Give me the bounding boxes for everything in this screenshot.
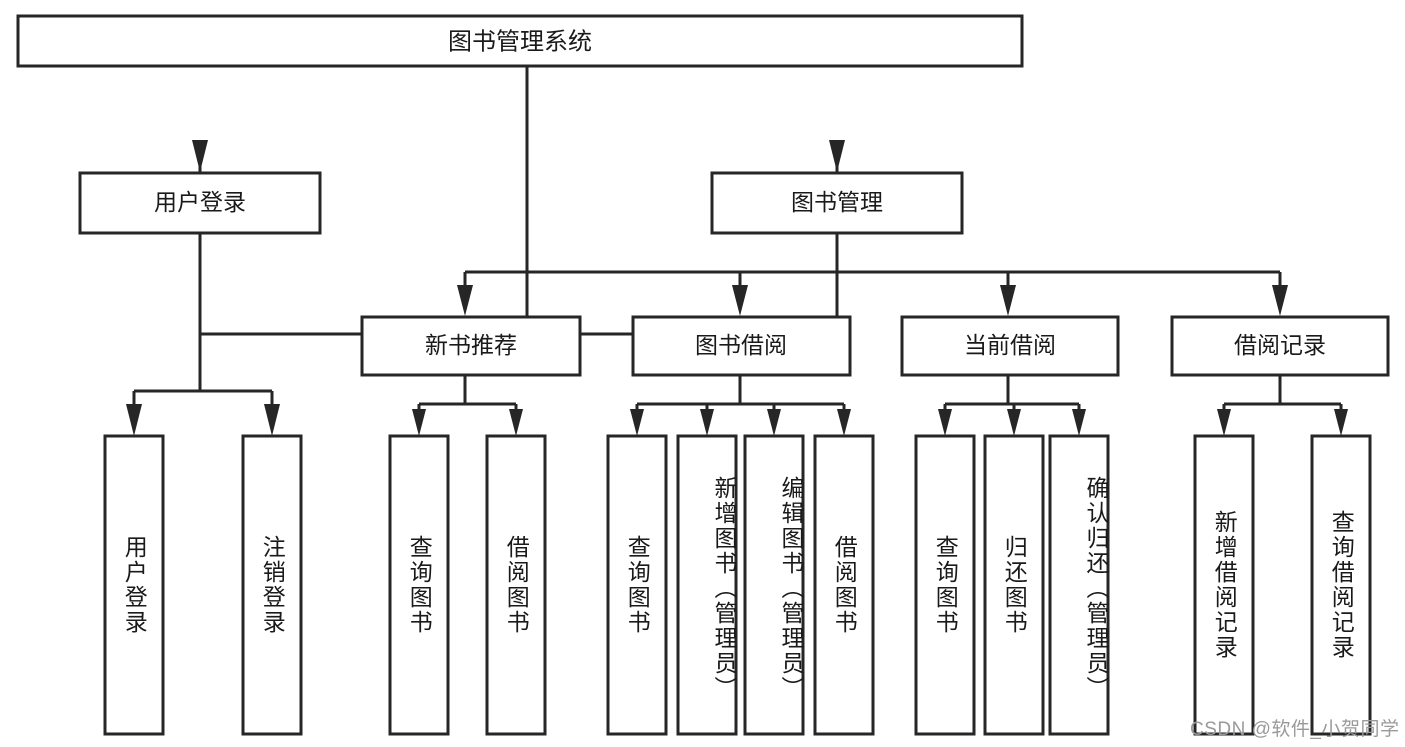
node-book-borrow-box[interactable] [631, 315, 852, 377]
leaf-box-return-book[interactable] [983, 434, 1045, 736]
leaf-box-logout[interactable] [241, 434, 303, 736]
leaf-box-user-login[interactable] [103, 434, 165, 736]
arrow-icon-userlogin-leaf1 [126, 404, 142, 436]
node-borrow-record-box[interactable] [1170, 315, 1390, 377]
node-user-login[interactable]: 用户登录 [78, 171, 322, 235]
leaf-box-query-book-2[interactable] [606, 434, 668, 736]
arrowhead-layer [126, 140, 1348, 436]
node-new-book-recommend[interactable]: 新书推荐 [360, 315, 582, 377]
arrow-icon-current-leaf2 [1007, 409, 1021, 436]
node-book-manage-label: 图书管理 [791, 189, 883, 215]
arrow-icon-to-record [1272, 285, 1288, 316]
leaf-box-borrow-book-1[interactable] [485, 434, 547, 736]
arrow-icon-current-leaf3 [1072, 409, 1086, 436]
arrow-icon-newbook-leaf1 [412, 409, 426, 436]
arrow-icon-to-book-manage [829, 140, 845, 172]
arrow-icon-to-current [1000, 285, 1016, 316]
arrow-icon-record-leaf2 [1334, 409, 1348, 436]
arrow-icon-to-newbook [457, 285, 473, 316]
node-root-box[interactable] [16, 14, 1024, 68]
leaf-box-layer [103, 434, 1372, 736]
leaf-box-query-record[interactable] [1310, 434, 1372, 736]
node-book-borrow-label: 图书借阅 [695, 332, 787, 358]
node-book-manage[interactable]: 图书管理 [710, 171, 964, 235]
arrow-icon-to-borrow [732, 285, 748, 316]
arrow-icon-borrow-leaf4 [837, 409, 851, 436]
leaf-box-query-book-1[interactable] [388, 434, 450, 736]
leaf-box-add-record[interactable] [1193, 434, 1255, 736]
node-book-borrow[interactable]: 图书借阅 [631, 315, 852, 377]
node-user-login-label: 用户登录 [154, 189, 246, 215]
node-current-borrow-box[interactable] [900, 315, 1120, 377]
arrow-icon-userlogin-leaf2 [264, 404, 280, 436]
leaf-box-query-book-3[interactable] [914, 434, 976, 736]
arrow-icon-to-user-login [192, 140, 208, 172]
node-borrow-record[interactable]: 借阅记录 [1170, 315, 1390, 377]
leaf-box-confirm-return[interactable] [1048, 434, 1110, 736]
node-current-borrow[interactable]: 当前借阅 [900, 315, 1120, 377]
node-borrow-record-label: 借阅记录 [1234, 332, 1326, 358]
node-user-login-box[interactable] [78, 171, 322, 235]
node-root[interactable]: 图书管理系统 [16, 14, 1024, 68]
watermark-text: CSDN @软件_小贺同学 [1190, 719, 1400, 740]
arrow-icon-record-leaf1 [1217, 409, 1231, 436]
arrow-icon-newbook-leaf2 [509, 409, 523, 436]
arrow-icon-current-leaf1 [938, 409, 952, 436]
leaf-box-borrow-book-2[interactable] [813, 434, 875, 736]
node-book-manage-box[interactable] [710, 171, 964, 235]
leaf-box-edit-book[interactable] [743, 434, 805, 736]
arrow-icon-borrow-leaf1 [630, 409, 644, 436]
node-new-book-recommend-label: 新书推荐 [425, 332, 517, 358]
leaf-box-add-book[interactable] [676, 434, 738, 736]
arrow-icon-borrow-leaf3 [767, 409, 781, 436]
arrow-icon-borrow-leaf2 [700, 409, 714, 436]
node-root-label: 图书管理系统 [448, 28, 592, 55]
node-current-borrow-label: 当前借阅 [964, 332, 1056, 358]
node-new-book-recommend-box[interactable] [360, 315, 582, 377]
